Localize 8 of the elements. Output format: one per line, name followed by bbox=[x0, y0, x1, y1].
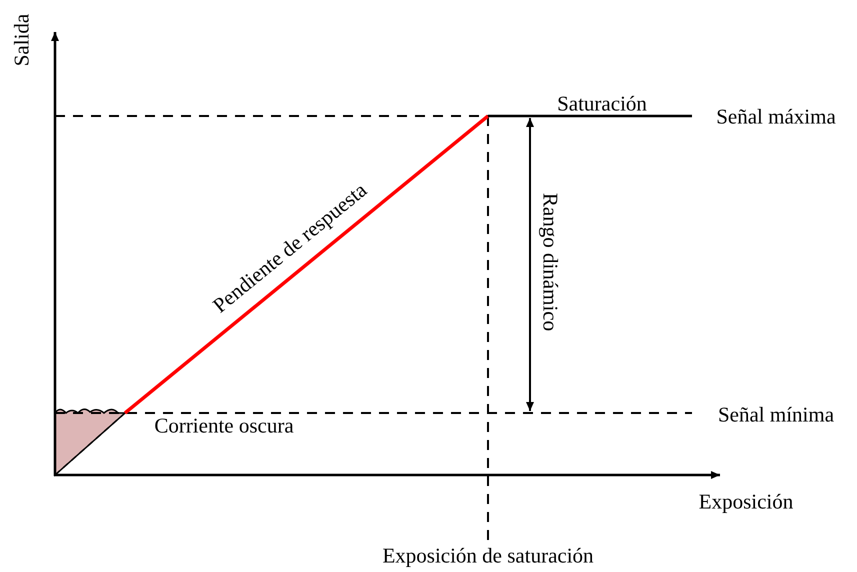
level-label: Señal mínima bbox=[718, 404, 834, 426]
axis-label: Exposición de saturación bbox=[382, 546, 594, 566]
level-label: Señal máxima bbox=[716, 106, 836, 128]
curve-label: Saturación bbox=[557, 94, 647, 114]
area-label: Corriente oscura bbox=[154, 416, 294, 436]
axis-title: Salida bbox=[12, 14, 32, 66]
dimension-label: Rango dinámico bbox=[540, 192, 560, 332]
axis-title: Exposición bbox=[698, 492, 794, 512]
